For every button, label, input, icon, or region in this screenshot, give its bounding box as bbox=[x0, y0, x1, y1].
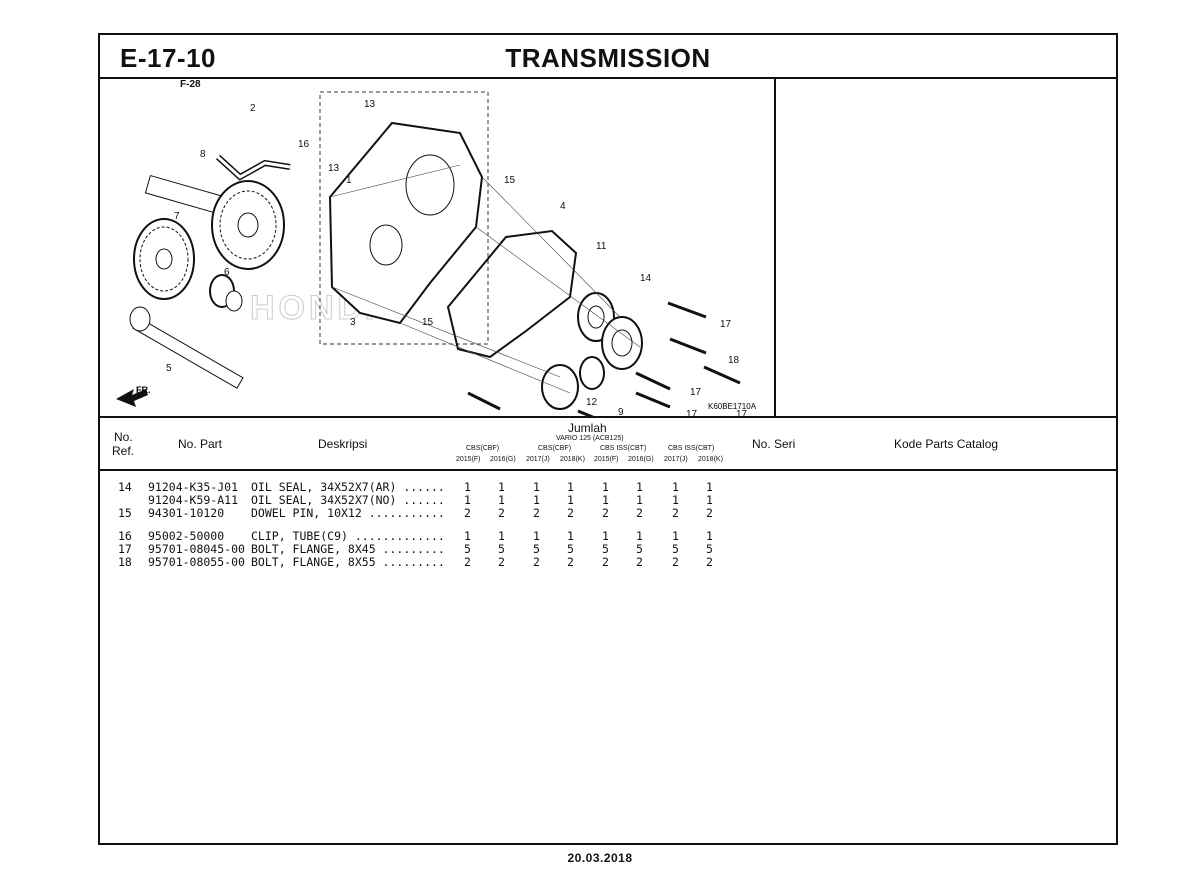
diagram-divider bbox=[100, 416, 1116, 418]
header-description: Deskripsi bbox=[318, 437, 368, 451]
diagram-svg: HONDA bbox=[116, 79, 757, 444]
table-header: No. Ref. No. Part Deskripsi Jumlah VARIO… bbox=[100, 418, 1116, 470]
callout-15b: 15 bbox=[422, 317, 434, 328]
header-part-no: No. Part bbox=[178, 437, 223, 451]
header-year-7: 2017(J) bbox=[664, 456, 688, 463]
table-row: 18 95701-08055-00 BOLT, FLANGE, 8X55 ...… bbox=[118, 555, 713, 569]
table-row: 17 95701-08045-00 BOLT, FLANGE, 8X45 ...… bbox=[118, 542, 713, 556]
callout-13a: 13 bbox=[328, 163, 340, 174]
header-catalog: Kode Parts Catalog bbox=[894, 437, 999, 451]
header-group-1: CBS(CBF) bbox=[466, 445, 500, 452]
callout-5: 5 bbox=[166, 363, 172, 374]
header-year-3: 2017(J) bbox=[526, 456, 550, 463]
callout-11: 11 bbox=[596, 241, 607, 252]
front-arrow-icon: FR. bbox=[116, 385, 151, 407]
callout-15a: 15 bbox=[504, 175, 516, 186]
callout-18a: 18 bbox=[728, 355, 740, 366]
case-group-box bbox=[319, 91, 489, 345]
header-ref-line1: No. bbox=[114, 430, 133, 444]
callout-12: 12 bbox=[586, 397, 598, 408]
callout-4: 4 bbox=[560, 201, 566, 212]
callout-17d: 17 bbox=[736, 409, 748, 417]
header-year-6: 2016(G) bbox=[628, 456, 654, 463]
header-group-2: CBS(CBF) bbox=[538, 445, 572, 452]
header-year-1: 2015(F) bbox=[456, 456, 481, 463]
bearing-10 bbox=[541, 364, 579, 410]
exploded-diagram: HONDA bbox=[100, 77, 774, 444]
page-code: E-17-10 bbox=[120, 43, 216, 73]
callout-f28: F-28 bbox=[180, 79, 201, 90]
callout-2: 2 bbox=[250, 103, 256, 114]
callout-6: 6 bbox=[224, 267, 230, 278]
diagram-ref-code: K60BE1710A bbox=[708, 402, 757, 411]
gear-7 bbox=[133, 218, 195, 300]
callout-17a: 17 bbox=[720, 319, 732, 330]
callout-3: 3 bbox=[350, 317, 356, 328]
page-title: TRANSMISSION bbox=[505, 43, 711, 73]
shaft-5 bbox=[129, 306, 244, 389]
gasket-4 bbox=[446, 229, 578, 359]
callout-13b: 13 bbox=[364, 99, 376, 110]
header-divider bbox=[100, 469, 1116, 471]
callout-7: 7 bbox=[174, 211, 180, 222]
header-group-3: CBS ISS(CBT) bbox=[600, 445, 647, 452]
callout-1: 1 bbox=[346, 175, 352, 186]
header-ref-line2: Ref. bbox=[112, 444, 135, 458]
table-row: 15 94301-10120 DOWEL PIN, 10X12 ........… bbox=[118, 506, 713, 520]
callout-17c: 17 bbox=[686, 409, 698, 417]
header-serial: No. Seri bbox=[752, 437, 796, 451]
shaft-8 bbox=[144, 174, 285, 270]
header-qty: Jumlah bbox=[568, 421, 607, 435]
table-row: 91204-K59-A11 OIL SEAL, 34X52X7(NO) ....… bbox=[148, 493, 713, 507]
leader-lines bbox=[329, 164, 641, 394]
footer-date: 20.03.2018 bbox=[567, 851, 633, 865]
callout-17b: 17 bbox=[690, 387, 702, 398]
callout-14: 14 bbox=[640, 273, 652, 284]
crankcase-cover bbox=[328, 121, 484, 325]
bearing-12 bbox=[579, 356, 605, 390]
notes-box bbox=[774, 77, 1118, 417]
table-row: 14 91204-K35-J01 OIL SEAL, 34X52X7(AR) .… bbox=[118, 480, 713, 494]
header-year-2: 2016(G) bbox=[490, 456, 516, 463]
header-model: VARIO 125 (ACB125) bbox=[556, 435, 624, 442]
bolts-group bbox=[467, 301, 741, 427]
page-header: E-17-10 TRANSMISSION bbox=[100, 35, 1116, 79]
catalog-page-frame: E-17-10 TRANSMISSION HONDA bbox=[98, 33, 1118, 845]
callout-8: 8 bbox=[200, 149, 206, 160]
callout-9: 9 bbox=[618, 407, 624, 417]
table-row: 16 95002-50000 CLIP, TUBE(C9) ..........… bbox=[118, 529, 713, 543]
callout-16: 16 bbox=[298, 139, 310, 150]
header-group-4: CBS ISS(CBT) bbox=[668, 445, 715, 452]
header-year-4: 2018(K) bbox=[560, 456, 585, 463]
header-year-8: 2018(K) bbox=[698, 456, 723, 463]
pinion-6 bbox=[209, 274, 243, 312]
front-label: FR. bbox=[136, 385, 151, 395]
header-year-5: 2015(F) bbox=[594, 456, 619, 463]
